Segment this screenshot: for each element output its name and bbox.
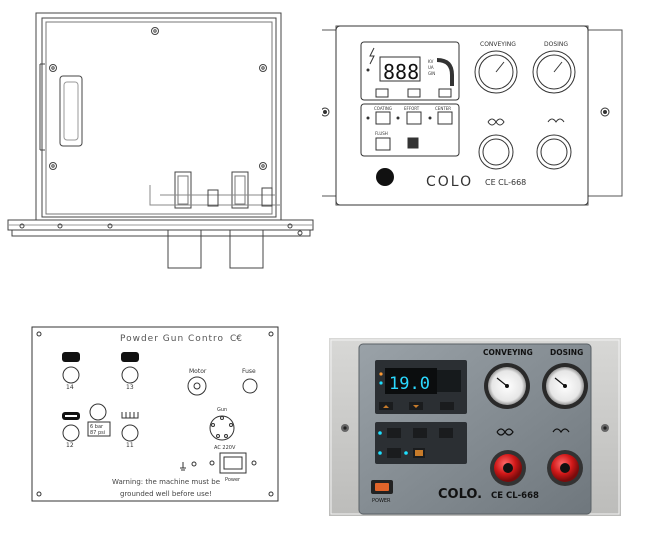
rear-panel-drawing: Powder Gun Contro C€ 14 13 12 11 6 bar 8… (0, 315, 300, 505)
model-label: CE CL-668 (485, 178, 526, 187)
indicator-kv: KV (428, 59, 434, 64)
ce-mark: C€ (230, 334, 242, 344)
mode-label-coating: COATING (374, 106, 392, 111)
port-14-label: 14 (66, 384, 74, 391)
ac-label: AC 220V (214, 445, 236, 451)
warning-line-1: Warning: the machine must be (112, 478, 220, 486)
side-view-drawing (0, 0, 320, 275)
pressure-psi: 87 psi (90, 430, 105, 436)
pressure-bar: 6 bar (90, 424, 104, 430)
fuse-label: Fuse (242, 368, 256, 375)
port-11-label: 11 (126, 442, 134, 449)
power-label: Power (225, 477, 241, 483)
front-panel-drawing: 888 KV UA GIN COATING EFFORT CENTER FLUS… (319, 0, 653, 275)
brand-label: COLO (426, 174, 473, 190)
gun-label: Gun (217, 407, 227, 413)
photo-display-value: 19.0 (389, 374, 430, 394)
photo-power-label: POWER (372, 498, 391, 504)
display-digits: 888 (383, 60, 419, 84)
photo-brand: COLO. (438, 487, 482, 502)
photo-model: CE CL-668 (491, 491, 539, 501)
port-13-label: 13 (126, 384, 134, 391)
warning-line-2: grounded well before use! (120, 490, 212, 498)
mode-label-center: CENTER (435, 106, 451, 111)
mode-label-effort: EFFORT (404, 106, 420, 111)
indicator-ua: UA (428, 65, 434, 70)
photo-gauge-dosing: DOSING (550, 348, 583, 357)
gauge-label-conveying: CONVEYING (480, 41, 516, 48)
flush-label: FLUSH (375, 131, 388, 136)
product-photo: 19.0 CONVEYING DOSING POWER COLO. CE CL-… (325, 330, 653, 543)
photo-gauge-conveying: CONVEYING (483, 348, 533, 357)
motor-label: Motor (189, 368, 207, 375)
rear-title: Powder Gun Contro (120, 334, 224, 344)
gauge-label-dosing: DOSING (544, 41, 568, 48)
indicator-gin: GIN (428, 71, 435, 76)
port-12-label: 12 (66, 442, 74, 449)
